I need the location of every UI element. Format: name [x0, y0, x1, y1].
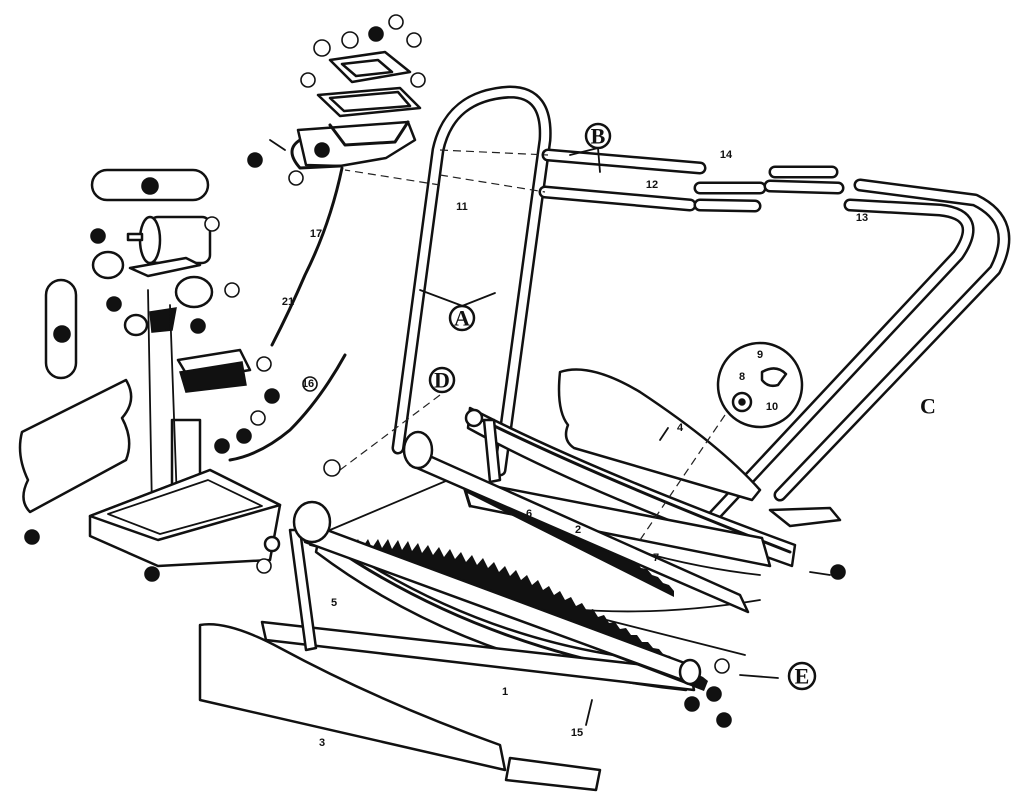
callout: [250, 410, 266, 426]
callout: [323, 459, 341, 477]
part-label-2: 2: [575, 524, 581, 536]
part-label-1: 1: [502, 686, 508, 698]
callout: [264, 388, 280, 404]
callout: [204, 216, 220, 232]
callout: [288, 170, 304, 186]
part-label-9: 9: [757, 349, 763, 361]
callout: [141, 177, 159, 195]
callout: [302, 376, 318, 392]
callout: [90, 228, 106, 244]
part-label-4: 4: [677, 422, 684, 434]
handle-frame: [391, 85, 1011, 525]
assembly-letter-labels: A B C D E: [428, 122, 936, 691]
callout: [256, 356, 272, 372]
callout: [190, 318, 206, 334]
part-label-13: 13: [856, 212, 868, 224]
part-number-labels: 1 2 3 4 5 6 7 8 9 10 11 12 13 14 15 16 1…: [282, 149, 868, 749]
callout: [300, 72, 316, 88]
callout: [706, 686, 722, 702]
callout: [830, 564, 846, 580]
callout: [313, 39, 331, 57]
part-label-17: 17: [310, 228, 322, 240]
part-label-21: 21: [282, 296, 294, 308]
part-label-14: 14: [720, 149, 733, 161]
callout: [224, 282, 240, 298]
callout: [247, 152, 263, 168]
label-E: E: [795, 664, 810, 689]
part-label-7: 7: [653, 552, 659, 564]
motor-assembly: [18, 168, 282, 568]
callout: [341, 31, 359, 49]
detail-inset: [639, 341, 804, 541]
part-label-5: 5: [331, 597, 337, 609]
part-label-3: 3: [319, 737, 325, 749]
part-label-8: 8: [739, 371, 745, 383]
callout: [256, 558, 272, 574]
label-B: B: [591, 124, 606, 149]
callout: [106, 296, 122, 312]
label-A: A: [454, 306, 470, 331]
label-D: D: [434, 368, 450, 393]
callout: [406, 32, 422, 48]
callout: [716, 712, 732, 728]
part-label-16: 16: [302, 378, 314, 390]
side-rails: [439, 148, 845, 213]
part-label-15: 15: [571, 727, 583, 739]
label-C: C: [920, 394, 936, 419]
belt-frame: [260, 406, 797, 692]
top-panels: [269, 50, 422, 170]
part-label-11: 11: [456, 201, 468, 213]
part-callouts: [24, 14, 846, 728]
callout: [236, 428, 252, 444]
callout: [684, 696, 700, 712]
part-label-12: 12: [646, 179, 658, 191]
callout: [368, 26, 384, 42]
part-label-6: 6: [526, 508, 532, 520]
callout: [214, 438, 230, 454]
callout: [53, 325, 71, 343]
callout: [24, 529, 40, 545]
callout: [388, 14, 404, 30]
callout: [314, 142, 330, 158]
callout: [144, 566, 160, 582]
rollers: [263, 408, 750, 687]
callout: [410, 72, 426, 88]
cables: [228, 166, 441, 471]
side-covers: [198, 368, 842, 792]
part-label-10: 10: [766, 401, 778, 413]
callout: [714, 658, 730, 674]
